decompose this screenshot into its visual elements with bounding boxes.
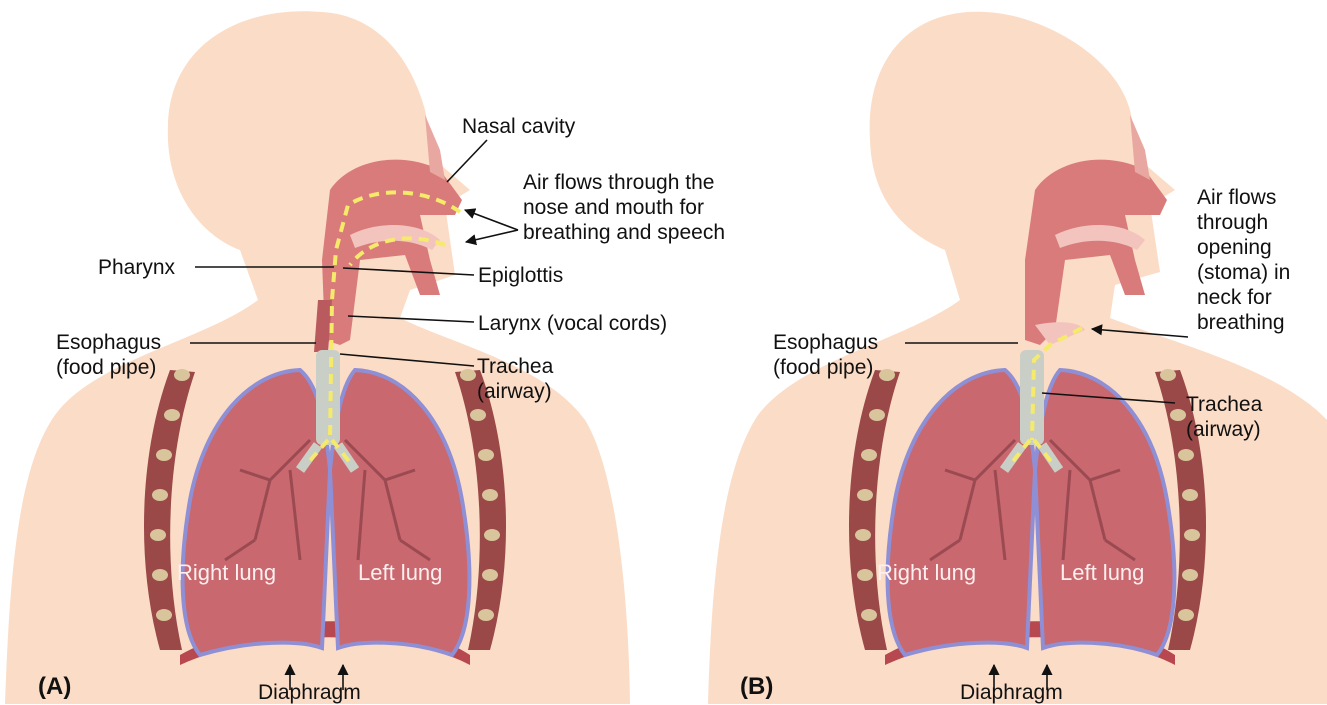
label-esophagus-b: Esophagus (food pipe) <box>773 330 878 380</box>
label-trachea-b: Trachea (airway) <box>1186 392 1262 442</box>
panel-b-letter: (B) <box>740 673 773 701</box>
label-larynx-a: Larynx (vocal cords) <box>478 311 667 336</box>
label-left-lung-b: Left lung <box>1060 560 1144 586</box>
label-right-lung-b: Right lung <box>877 560 976 586</box>
label-nasal-cavity-a: Nasal cavity <box>462 114 575 139</box>
label-diaphragm-a: Diaphragm <box>258 680 361 705</box>
label-trachea-a: Trachea (airway) <box>477 354 553 404</box>
label-left-lung-a: Left lung <box>358 560 442 586</box>
label-airflow-a: Air flows through the nose and mouth for… <box>523 170 725 245</box>
label-right-lung-a: Right lung <box>177 560 276 586</box>
label-esophagus-a: Esophagus (food pipe) <box>56 330 161 380</box>
label-pharynx-a: Pharynx <box>98 255 175 280</box>
label-airflow-b: Air flows through opening (stoma) in nec… <box>1197 185 1290 335</box>
label-diaphragm-b: Diaphragm <box>960 680 1063 705</box>
panel-a-letter: (A) <box>38 673 71 701</box>
label-epiglottis-a: Epiglottis <box>478 263 563 288</box>
